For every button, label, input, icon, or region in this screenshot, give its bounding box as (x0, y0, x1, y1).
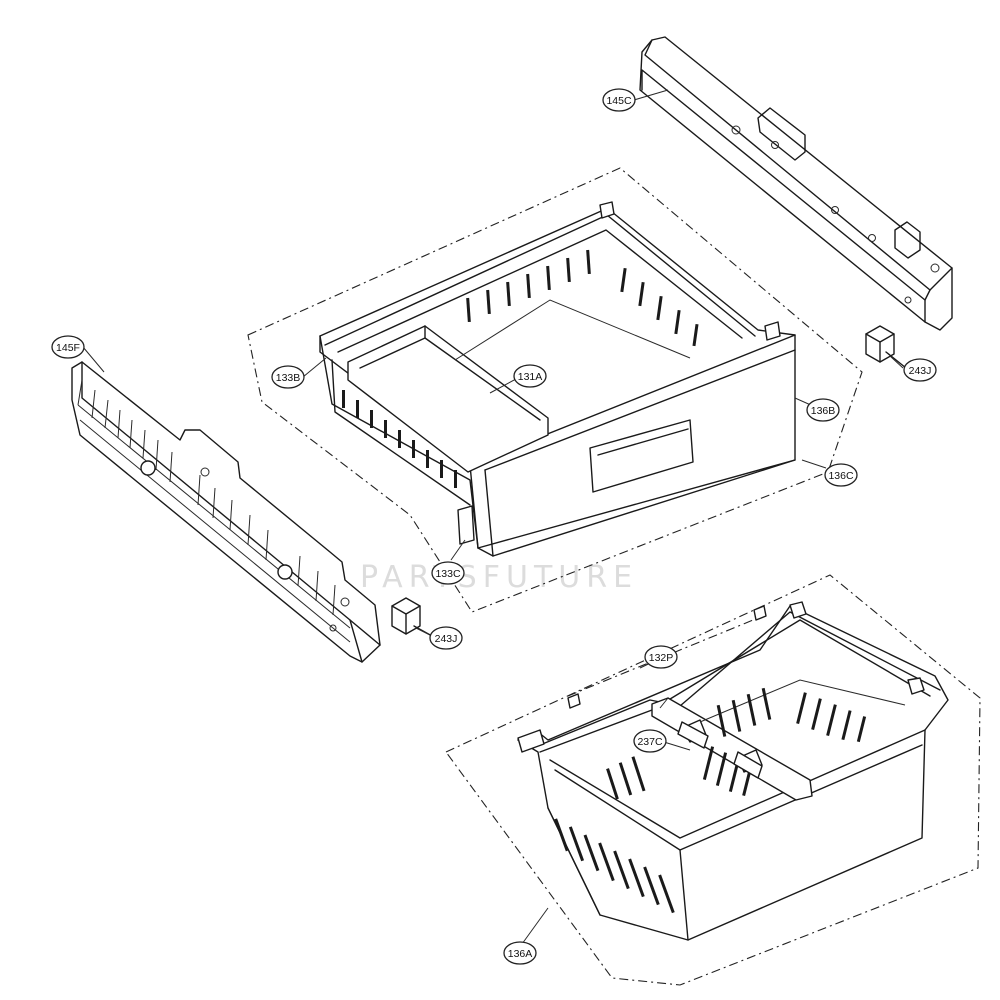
callout-131A: 131A (513, 364, 547, 388)
rail-145F (71, 361, 381, 663)
clip-243J-right (865, 325, 907, 369)
callout-label: 133B (276, 372, 301, 384)
callout-label: 136A (508, 948, 533, 960)
callout-label: 145C (606, 95, 632, 107)
callout-133C: 133C (431, 561, 465, 585)
callout-label: 145F (56, 342, 80, 354)
rail-145C (639, 36, 953, 331)
callout-label: 132P (649, 652, 674, 664)
callout-label: 237C (637, 736, 663, 748)
lower-basket-boundary (445, 574, 981, 986)
callout-243J-right: 243J (903, 358, 937, 382)
callout-label: 243J (909, 365, 932, 377)
callout-label: 243J (435, 633, 458, 645)
upper-drawer-136B (319, 201, 796, 557)
callout-label: 131A (518, 371, 543, 383)
callout-132P: 132P (644, 645, 678, 669)
callout-136A: 136A (503, 941, 537, 965)
callout-243J-left: 243J (429, 626, 463, 650)
callout-133B: 133B (271, 365, 305, 389)
callout-label: 136B (811, 405, 836, 417)
callout-label: 136C (828, 470, 854, 482)
callout-145C: 145C (602, 88, 636, 112)
callout-237C: 237C (633, 729, 667, 753)
callout-145F: 145F (51, 335, 85, 359)
lower-basket-136A (517, 601, 949, 941)
watermark: PARTSFUTURE (360, 560, 639, 595)
callout-136C: 136C (824, 463, 858, 487)
upper-drawer-boundary (247, 167, 863, 613)
callout-label: 133C (435, 568, 461, 580)
callout-136B: 136B (806, 398, 840, 422)
clip-243J-left (391, 597, 433, 637)
upper-drawer-slots (342, 249, 699, 488)
lower-basket-slots (554, 687, 867, 914)
